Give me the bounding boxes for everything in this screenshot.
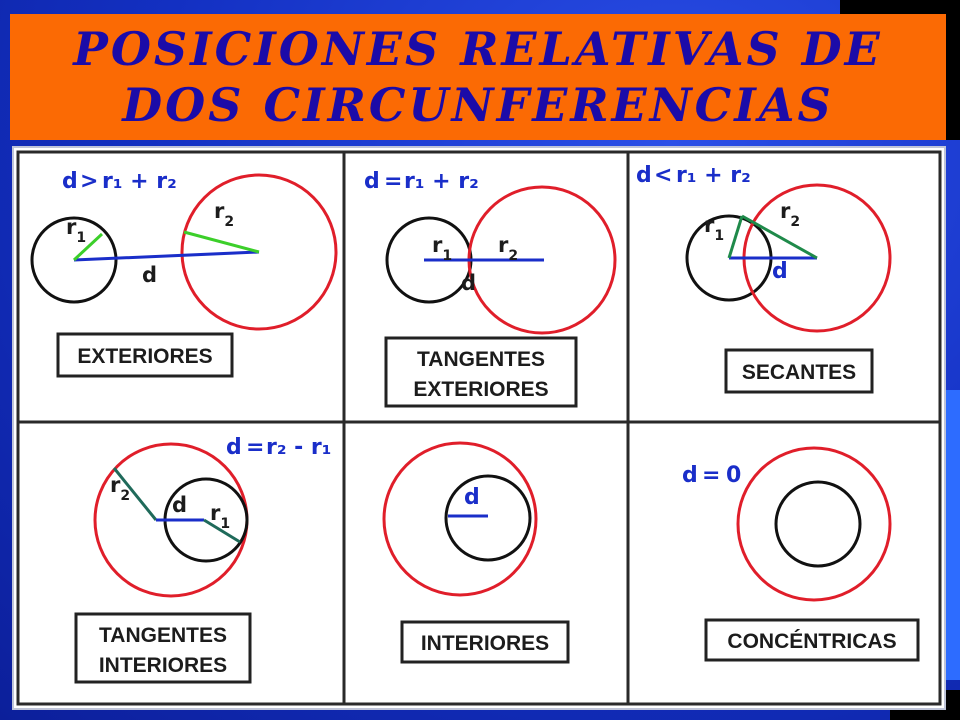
position-label-line-2: INTERIORES	[99, 654, 227, 677]
cell-secantes: d < r₁ + r₂ r1 r2 d SECANTES	[636, 163, 892, 394]
position-label-line-1: TANGENTES	[417, 348, 545, 371]
radius-2-line	[112, 467, 158, 521]
diagram-svg: d > r₁ + r₂ r1 r2 d EXTERIORES d = r₁ + …	[16, 150, 942, 706]
circle-large	[180, 173, 338, 331]
radius-1-label: r1	[432, 233, 452, 264]
circle-large	[382, 441, 538, 597]
label-box	[704, 618, 920, 662]
distance-label: d	[142, 263, 157, 287]
cell-tangentes-interiores: d = r₂ - r₁ r2 d r1 TANGENTES INTERIORES	[74, 435, 331, 684]
circle-large	[736, 446, 892, 602]
radius-2-line	[741, 214, 818, 260]
cell-tangentes-exteriores: d = r₁ + r₂ r1 r2 d TANGENTES EXTERIORES	[364, 169, 617, 408]
radius-1-line	[727, 215, 744, 259]
cell-exteriores: d > r₁ + r₂ r1 r2 d EXTERIORES	[30, 169, 338, 378]
label-box	[56, 332, 234, 378]
grid-lines	[16, 150, 942, 706]
radius-1-label: r1	[704, 213, 724, 244]
title-line-1: POSICIONES RELATIVAS DE	[73, 22, 883, 76]
formula-d: d	[226, 435, 242, 460]
label-box	[400, 620, 570, 664]
position-label: CONCÉNTRICAS	[727, 630, 896, 653]
position-label: SECANTES	[742, 361, 856, 384]
formula-operator: >	[80, 169, 98, 194]
title-banner: POSICIONES RELATIVAS DE DOS CIRCUNFERENC…	[10, 14, 946, 140]
position-label-line-2: EXTERIORES	[413, 378, 548, 401]
formula-d: d	[364, 169, 380, 194]
radius-1-label: r1	[210, 501, 230, 532]
circle-small	[30, 216, 118, 304]
radius-1-line	[72, 232, 104, 262]
radius-2-label: r2	[214, 199, 234, 230]
formula-operator: =	[702, 463, 720, 488]
position-label-line-1: TANGENTES	[99, 624, 227, 647]
cell-concentricas: d = 0 CONCÉNTRICAS	[682, 446, 920, 662]
position-label: EXTERIORES	[77, 345, 212, 368]
formula-operator: =	[384, 169, 402, 194]
title-line-2: DOS CIRCUNFERENCIAS	[122, 78, 834, 132]
radius-1-label: r1	[66, 215, 86, 246]
distance-label: d	[172, 493, 187, 517]
formula-rhs: r₁ + r₂	[102, 169, 177, 194]
formula-rhs: 0	[726, 463, 741, 488]
distance-label: d	[464, 485, 480, 510]
distance-label: d	[772, 259, 788, 284]
radius-2-line	[183, 230, 260, 254]
position-label: INTERIORES	[421, 632, 549, 655]
formula-rhs: r₁ + r₂	[676, 163, 751, 188]
formula-d: d	[62, 169, 78, 194]
label-box	[384, 336, 578, 408]
formula-d: d	[636, 163, 652, 188]
label-box	[724, 348, 874, 394]
radius-2-label: r2	[780, 199, 800, 230]
formula-rhs: r₂ - r₁	[266, 435, 331, 460]
radius-2-label: r2	[110, 473, 130, 504]
diagram-panel: d > r₁ + r₂ r1 r2 d EXTERIORES d = r₁ + …	[12, 146, 946, 710]
label-box	[74, 612, 252, 684]
formula-operator: =	[246, 435, 264, 460]
circle-small	[444, 474, 532, 562]
radius-2-label: r2	[498, 233, 518, 264]
distance-label: d	[461, 271, 476, 295]
cell-interiores: d INTERIORES	[382, 441, 570, 664]
formula-operator: <	[654, 163, 672, 188]
formula-d: d	[682, 463, 698, 488]
formula-rhs: r₁ + r₂	[404, 169, 479, 194]
circle-small	[774, 480, 862, 568]
radius-1-line	[203, 518, 241, 544]
distance-line	[73, 250, 260, 262]
